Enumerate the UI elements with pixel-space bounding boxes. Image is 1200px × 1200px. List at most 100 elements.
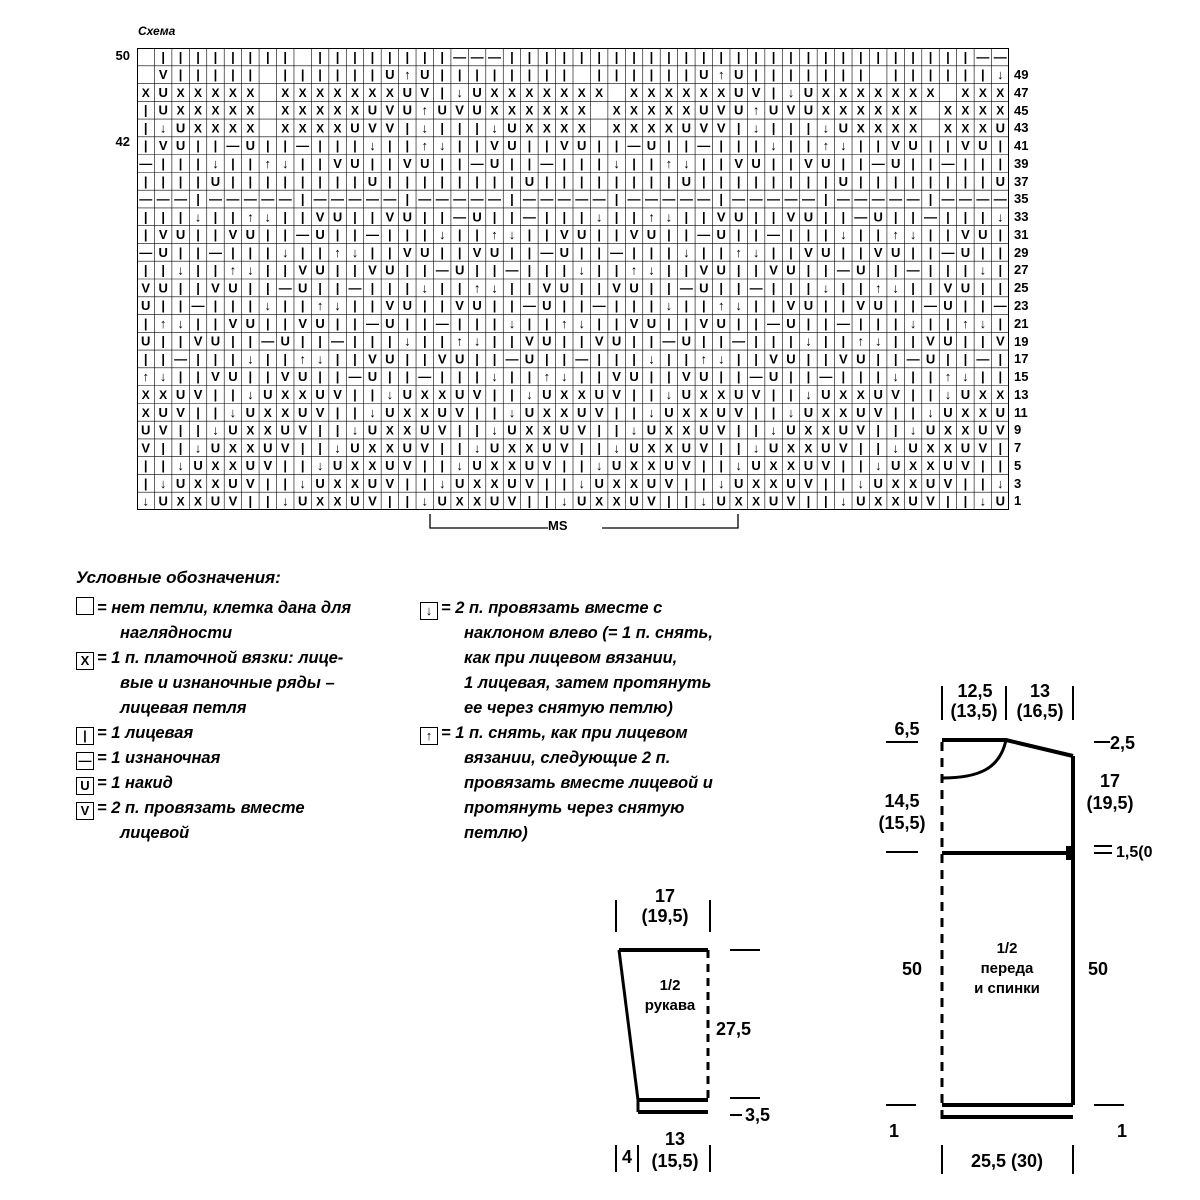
- stitch-symbol: X: [665, 86, 673, 100]
- legend-text: 1 лицевая, затем протянуть: [464, 674, 712, 692]
- stitch-symbol: ↑: [666, 156, 673, 171]
- legend-item-knit: |= 1 лицевая: [76, 721, 406, 746]
- stitch-symbol: |: [719, 138, 723, 153]
- stitch-symbol: U: [717, 405, 726, 420]
- stitch-symbol: U: [943, 405, 952, 420]
- stitch-symbol: |: [231, 49, 235, 64]
- stitch-symbol: |: [196, 138, 200, 153]
- stitch-symbol: X: [578, 86, 586, 100]
- stitch-symbol: |: [632, 174, 636, 189]
- stitch-symbol: X: [351, 459, 359, 473]
- stitch-symbol: |: [266, 494, 270, 509]
- stitch-symbol: |: [737, 316, 741, 331]
- stitch-symbol: U: [717, 263, 726, 278]
- stitch-symbol: |: [353, 227, 357, 242]
- stitch-symbol: ↓: [352, 423, 359, 438]
- stitch-symbol: X: [543, 424, 551, 438]
- stitch-symbol: U: [420, 423, 429, 438]
- stitch-symbol: ↓: [578, 316, 585, 331]
- stitch-symbol: |: [841, 280, 845, 295]
- stitch-symbol: |: [423, 476, 427, 491]
- stitch-symbol: |: [807, 227, 811, 242]
- stitch-symbol: |: [737, 263, 741, 278]
- stitch-symbol: |: [946, 263, 950, 278]
- stitch-symbol: |: [458, 120, 462, 135]
- stitch-symbol: |: [685, 263, 689, 278]
- stitch-symbol: U: [455, 476, 464, 491]
- stitch-symbol: V: [403, 156, 412, 171]
- stitch-symbol: ↑: [422, 138, 429, 153]
- stitch-symbol: |: [493, 67, 497, 82]
- stitch-symbol: |: [249, 334, 253, 349]
- stitch-symbol: X: [892, 86, 900, 100]
- stitch-symbol: |: [754, 49, 758, 64]
- stitch-symbol: U: [839, 423, 848, 438]
- stitch-symbol: X: [403, 406, 411, 420]
- stitch-symbol: V: [368, 494, 377, 509]
- stitch-symbol: U: [176, 476, 185, 491]
- stitch-symbol: —: [261, 192, 274, 207]
- stitch-symbol: |: [998, 351, 1002, 366]
- stitch-symbol: V: [734, 156, 743, 171]
- stitch-symbol: X: [316, 86, 324, 100]
- stitch-symbol: |: [249, 174, 253, 189]
- stitch-symbol: X: [351, 477, 359, 491]
- stitch-symbol: U: [926, 351, 935, 366]
- stitch-symbol: |: [580, 174, 584, 189]
- k2tog-box-icon: V: [76, 802, 94, 820]
- stitch-symbol: U: [472, 85, 481, 100]
- stitch-symbol: |: [632, 67, 636, 82]
- stitch-symbol: X: [368, 86, 376, 100]
- stitch-symbol: |: [737, 423, 741, 438]
- stitch-symbol: U: [786, 316, 795, 331]
- stitch-symbol: —: [279, 280, 292, 295]
- stitch-symbol: |: [231, 387, 235, 402]
- stitch-symbol: |: [859, 458, 863, 473]
- stitch-symbol: |: [353, 263, 357, 278]
- stitch-symbol: |: [318, 174, 322, 189]
- body-armhole-height-alt: (19,5): [1086, 793, 1134, 813]
- stitch-symbol: |: [685, 316, 689, 331]
- stitch-symbol: |: [510, 334, 514, 349]
- stitch-symbol: |: [388, 227, 392, 242]
- stitch-symbol: V: [194, 334, 203, 349]
- sleeve-label-1: 1/2: [659, 977, 681, 994]
- stitch-symbol: ↓: [910, 316, 917, 331]
- stitch-symbol: X: [630, 477, 638, 491]
- stitch-symbol: X: [717, 388, 725, 402]
- stitch-symbol: V: [368, 351, 377, 366]
- stitch-symbol: |: [859, 49, 863, 64]
- stitch-symbol: |: [196, 423, 200, 438]
- stitch-symbol: |: [615, 209, 619, 224]
- stitch-symbol: —: [540, 245, 553, 260]
- stitch-symbol: U: [908, 440, 917, 455]
- stitch-symbol: X: [421, 406, 429, 420]
- stitch-symbol: ↑: [858, 334, 865, 349]
- stitch-symbol: |: [702, 476, 706, 491]
- stitch-symbol: |: [440, 369, 444, 384]
- stitch-symbol: V: [961, 227, 970, 242]
- stitch-symbol: ↓: [561, 494, 568, 509]
- stitch-symbol: |: [807, 351, 811, 366]
- stitch-symbol: —: [366, 316, 379, 331]
- stitch-symbol: X: [839, 406, 847, 420]
- row-label-right: 39: [1014, 155, 1029, 171]
- stitch-symbol: V: [525, 334, 534, 349]
- stitch-symbol: U: [961, 280, 970, 295]
- body-label-2: переда: [980, 960, 1034, 977]
- stitch-symbol: X: [909, 459, 917, 473]
- stitch-symbol: |: [632, 387, 636, 402]
- stitch-symbol: U: [246, 458, 255, 473]
- stitch-symbol: X: [351, 86, 359, 100]
- stitch-symbol: U: [298, 405, 307, 420]
- stitch-symbol: |: [353, 405, 357, 420]
- stitch-symbol: |: [702, 156, 706, 171]
- stitch-symbol: |: [336, 49, 340, 64]
- stitch-symbol: V: [455, 298, 464, 313]
- stitch-symbol: |: [231, 209, 235, 224]
- stitch-symbol: |: [998, 156, 1002, 171]
- sleeve-schematic: [615, 900, 760, 1172]
- stitch-symbol: X: [368, 441, 376, 455]
- stitch-symbol: X: [665, 121, 673, 135]
- stitch-symbol: X: [543, 104, 551, 118]
